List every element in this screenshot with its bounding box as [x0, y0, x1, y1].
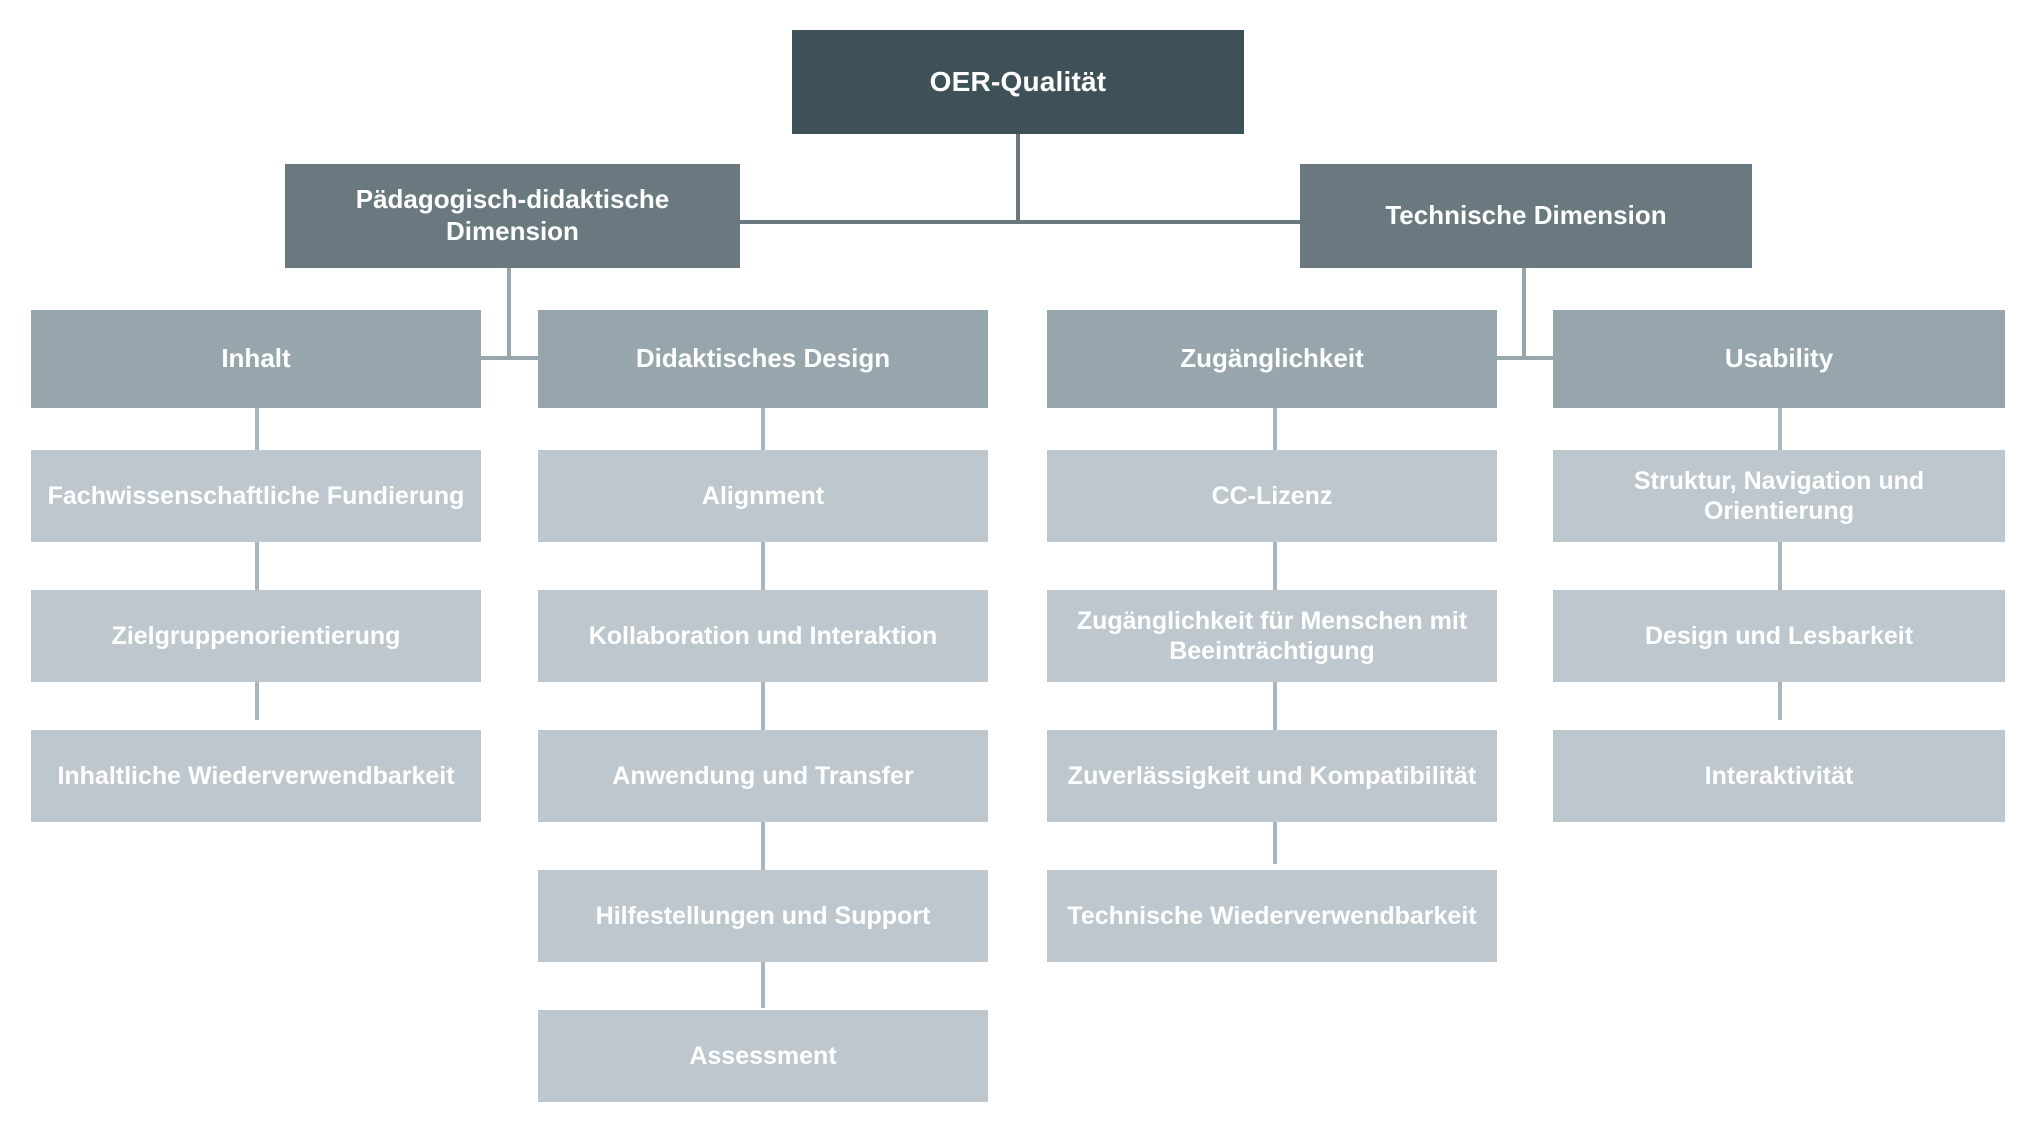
node-category-usability[interactable]: Usability: [1553, 310, 2005, 408]
node-criterion-label: Assessment: [689, 1041, 837, 1070]
node-root-label: OER-Qualität: [929, 65, 1107, 97]
connector-dim1-stem: [507, 268, 511, 360]
node-criterion-label: Interaktivität: [1704, 761, 1854, 790]
node-criterion-label: CC-Lizenz: [1211, 481, 1333, 510]
node-category-label: Didaktisches Design: [635, 343, 891, 374]
node-criterion-label: Zuverlässigkeit und Kompatibilität: [1067, 761, 1477, 790]
node-category-didaktisches-design[interactable]: Didaktisches Design: [538, 310, 988, 408]
node-category-label: Usability: [1724, 343, 1834, 374]
connector-spine-column-4: [1778, 408, 1782, 720]
connector-spine-column-2: [761, 408, 765, 1008]
node-root-oer-qualitaet[interactable]: OER-Qualität: [792, 30, 1244, 134]
node-criterion-label: Zielgruppenorientierung: [111, 621, 401, 650]
node-dimension-label: Pädagogisch-didaktische Dimension: [355, 184, 670, 246]
node-criterion[interactable]: Hilfestellungen und Support: [538, 870, 988, 962]
node-criterion[interactable]: CC-Lizenz: [1047, 450, 1497, 542]
node-category-label: Zugänglichkeit: [1180, 343, 1364, 374]
node-dimension-paedagogisch-didaktische[interactable]: Pädagogisch-didaktische Dimension: [285, 164, 740, 268]
node-criterion[interactable]: Inhaltliche Wiederverwendbarkeit: [31, 730, 481, 822]
node-criterion[interactable]: Technische Wiederverwendbarkeit: [1047, 870, 1497, 962]
node-criterion-label: Design und Lesbarkeit: [1644, 621, 1914, 650]
node-criterion[interactable]: Assessment: [538, 1010, 988, 1102]
node-dimension-label: Technische Dimension: [1385, 200, 1667, 231]
connector-root-stem: [1016, 134, 1020, 224]
node-criterion-label: Hilfestellungen und Support: [595, 901, 931, 930]
node-dimension-technische[interactable]: Technische Dimension: [1300, 164, 1752, 268]
node-category-inhalt[interactable]: Inhalt: [31, 310, 481, 408]
connector-dimension-bar: [509, 220, 1524, 224]
node-criterion-label: Struktur, Navigation und Orientierung: [1633, 466, 1925, 526]
connector-dim1-bar: [255, 356, 761, 360]
node-criterion-label: Alignment: [701, 481, 825, 510]
node-category-zugaenglichkeit[interactable]: Zugänglichkeit: [1047, 310, 1497, 408]
node-criterion[interactable]: Anwendung und Transfer: [538, 730, 988, 822]
node-category-label: Inhalt: [221, 343, 291, 374]
node-criterion[interactable]: Kollaboration und Interaktion: [538, 590, 988, 682]
node-criterion-label: Technische Wiederverwendbarkeit: [1067, 901, 1477, 930]
node-criterion-label: Inhaltliche Wiederverwendbarkeit: [57, 761, 455, 790]
node-criterion[interactable]: Alignment: [538, 450, 988, 542]
node-criterion-label: Zugänglichkeit für Menschen mit Beeinträ…: [1076, 606, 1468, 666]
node-criterion[interactable]: Fachwissenschaftliche Fundierung: [31, 450, 481, 542]
connector-dim2-bar: [1273, 356, 1778, 360]
connector-spine-column-1: [255, 408, 259, 720]
node-criterion-label: Kollaboration und Interaktion: [588, 621, 938, 650]
node-criterion-label: Fachwissenschaftliche Fundierung: [47, 481, 465, 510]
connector-dim2-stem: [1522, 220, 1526, 360]
node-criterion[interactable]: Struktur, Navigation und Orientierung: [1553, 450, 2005, 542]
node-criterion[interactable]: Zuverlässigkeit und Kompatibilität: [1047, 730, 1497, 822]
node-criterion[interactable]: Design und Lesbarkeit: [1553, 590, 2005, 682]
node-criterion[interactable]: Zielgruppenorientierung: [31, 590, 481, 682]
node-criterion[interactable]: Interaktivität: [1553, 730, 2005, 822]
node-criterion-label: Anwendung und Transfer: [612, 761, 914, 790]
node-criterion[interactable]: Zugänglichkeit für Menschen mit Beeinträ…: [1047, 590, 1497, 682]
